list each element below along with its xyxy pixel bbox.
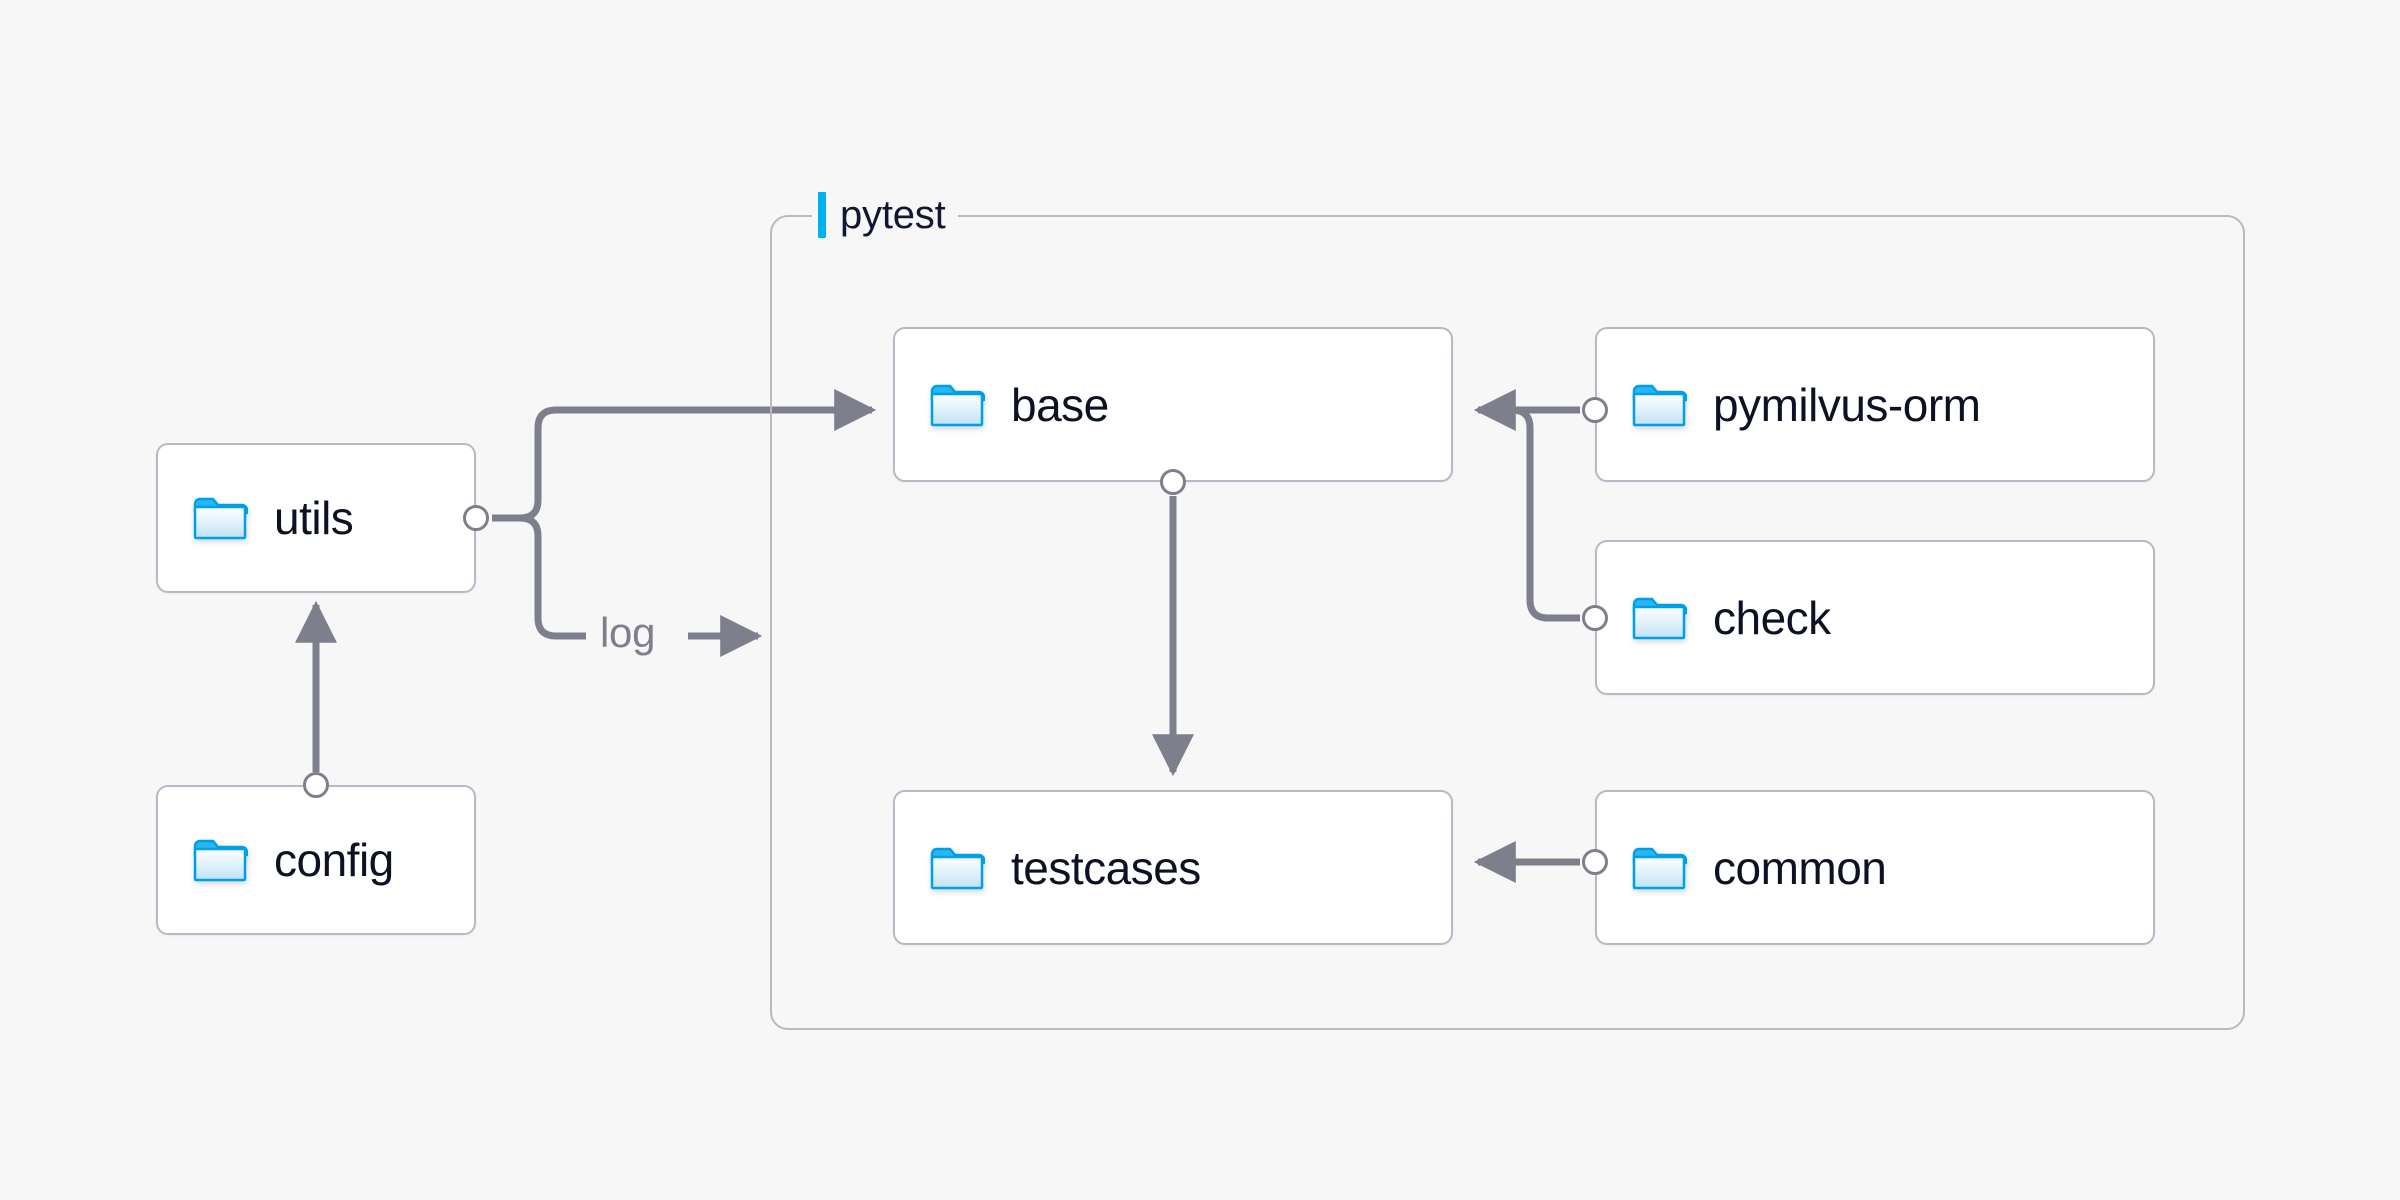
port-config-top[interactable] bbox=[303, 772, 329, 798]
port-utils-right[interactable] bbox=[463, 505, 489, 531]
node-utils-label: utils bbox=[274, 492, 354, 544]
node-base-content: base bbox=[895, 382, 1109, 428]
folder-icon bbox=[193, 497, 248, 540]
node-config[interactable]: config bbox=[156, 785, 476, 935]
node-config-content: config bbox=[158, 837, 394, 883]
node-testcases-label: testcases bbox=[1011, 841, 1201, 894]
node-testcases[interactable]: testcases bbox=[893, 790, 1453, 945]
edge-utils-to-log bbox=[492, 514, 586, 640]
group-pytest[interactable] bbox=[770, 215, 2245, 1030]
node-check[interactable]: check bbox=[1595, 540, 2155, 695]
node-utils-content: utils bbox=[158, 492, 354, 544]
node-pymilvus-orm[interactable]: pymilvus-orm bbox=[1595, 327, 2155, 482]
folder-icon bbox=[1632, 597, 1687, 639]
node-base-label: base bbox=[1011, 378, 1109, 431]
edge-label-log: log bbox=[594, 612, 662, 654]
node-pymilvus-orm-content: pymilvus-orm bbox=[1597, 378, 1981, 431]
node-config-label: config bbox=[274, 834, 394, 886]
group-pytest-label-wrap: pytest bbox=[812, 188, 958, 242]
port-check-left[interactable] bbox=[1582, 605, 1608, 631]
folder-icon bbox=[1632, 384, 1687, 426]
folder-icon bbox=[1632, 847, 1687, 889]
folder-icon bbox=[930, 384, 985, 426]
node-common[interactable]: common bbox=[1595, 790, 2155, 945]
node-check-label: check bbox=[1713, 591, 1831, 644]
node-common-content: common bbox=[1597, 841, 1887, 894]
group-accent-bar bbox=[818, 192, 826, 238]
node-common-label: common bbox=[1713, 841, 1887, 894]
node-check-content: check bbox=[1597, 595, 1831, 641]
folder-icon bbox=[193, 839, 248, 882]
port-pymilvus-orm-left[interactable] bbox=[1582, 397, 1608, 423]
port-base-bottom[interactable] bbox=[1160, 469, 1186, 495]
node-utils[interactable]: utils bbox=[156, 443, 476, 593]
port-common-left[interactable] bbox=[1582, 849, 1608, 875]
node-base[interactable]: base bbox=[893, 327, 1453, 482]
group-pytest-label: pytest bbox=[840, 193, 946, 237]
node-testcases-content: testcases bbox=[895, 845, 1201, 891]
node-pymilvus-orm-label: pymilvus-orm bbox=[1713, 378, 1981, 431]
folder-icon bbox=[930, 847, 985, 889]
